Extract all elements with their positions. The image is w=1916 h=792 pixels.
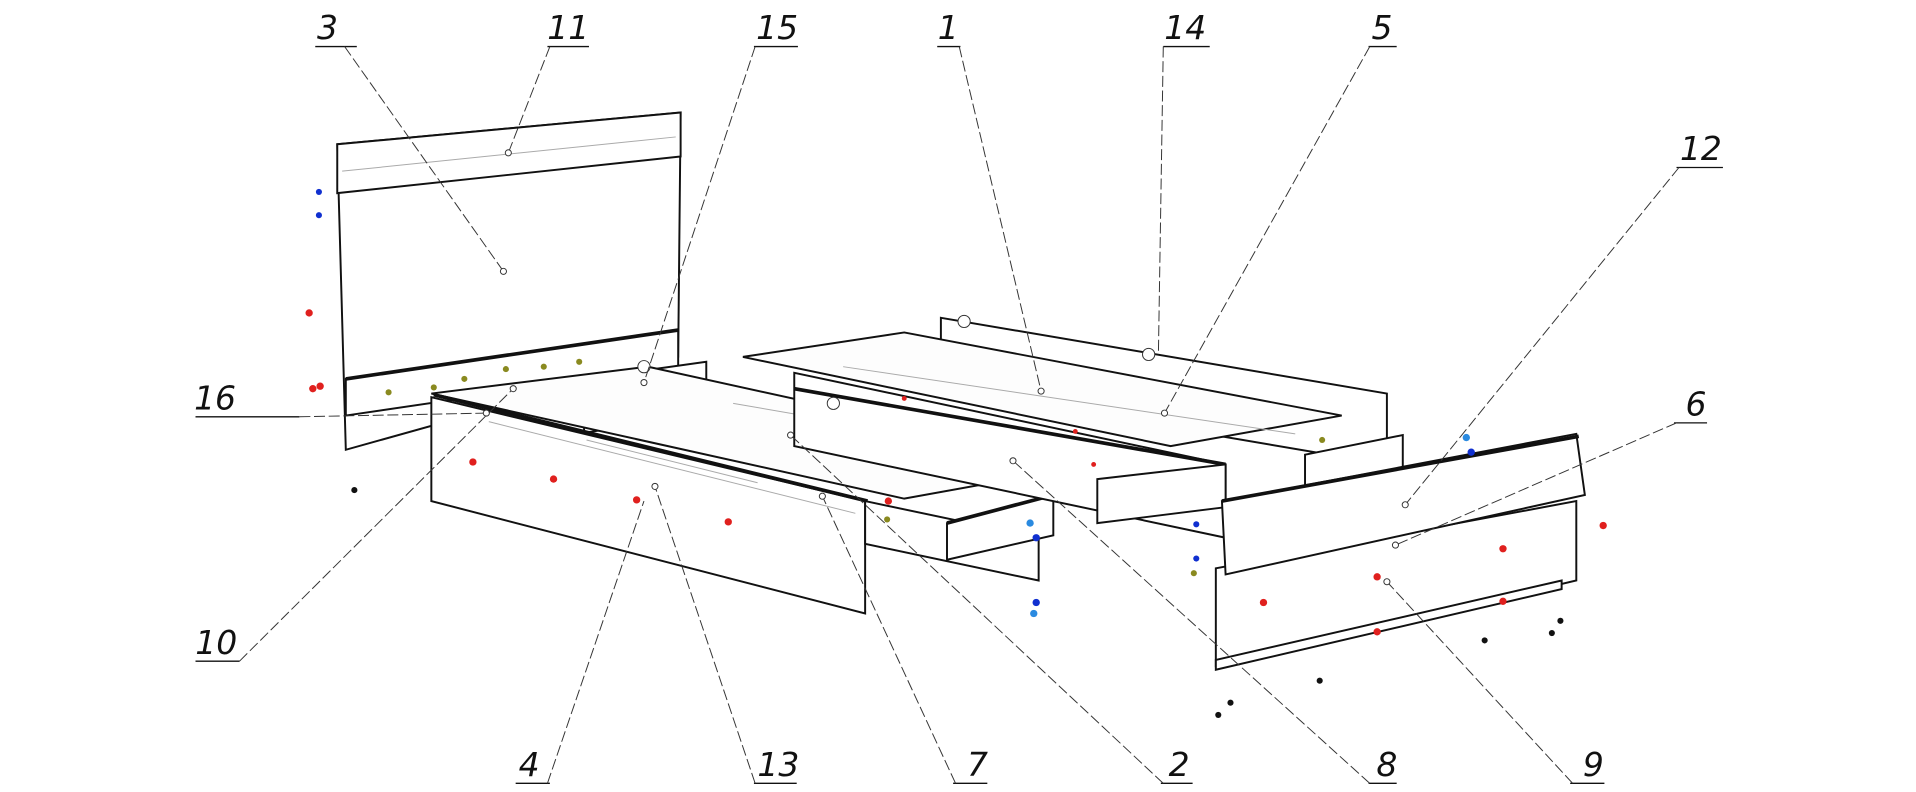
callout-16: 16	[194, 378, 490, 418]
callout-label: 15	[756, 8, 798, 47]
callout-label: 16	[194, 378, 236, 417]
callout-15: 15	[640, 8, 798, 387]
callout-label: 9	[1583, 745, 1604, 784]
callout-1: 1	[937, 8, 1045, 395]
left-platform	[430, 360, 1094, 615]
callout-13: 13	[651, 482, 799, 785]
callout-11: 11	[504, 8, 589, 157]
callout-6: 6	[1391, 385, 1708, 549]
callout-label: 4	[519, 745, 540, 784]
callout-9: 9	[1383, 578, 1605, 785]
callout-label: 1	[938, 8, 959, 47]
callout-5: 5	[1160, 8, 1397, 417]
fasteners	[305, 188, 1607, 718]
callout-4: 4	[515, 500, 645, 785]
callout-label: 14	[1164, 8, 1206, 47]
callout-10: 10	[195, 385, 517, 662]
callout-label: 6	[1686, 385, 1707, 424]
callout-12: 12	[1401, 129, 1723, 509]
callout-label: 7	[967, 745, 988, 784]
callout-label: 5	[1372, 8, 1393, 47]
callout-14: 14	[1157, 8, 1210, 355]
callout-3: 3	[315, 8, 507, 275]
callout-2: 2	[787, 431, 1193, 785]
footboard	[1214, 432, 1586, 671]
callout-label: 2	[1169, 745, 1190, 784]
callout-7: 7	[818, 492, 988, 785]
callout-8: 8	[1009, 457, 1397, 785]
callout-label: 12	[1680, 129, 1722, 168]
callout-label: 13	[757, 745, 799, 784]
callout-label: 8	[1376, 745, 1397, 784]
callout-label: 3	[317, 8, 338, 47]
callout-label: 10	[195, 623, 237, 662]
callout-label: 11	[547, 8, 589, 47]
